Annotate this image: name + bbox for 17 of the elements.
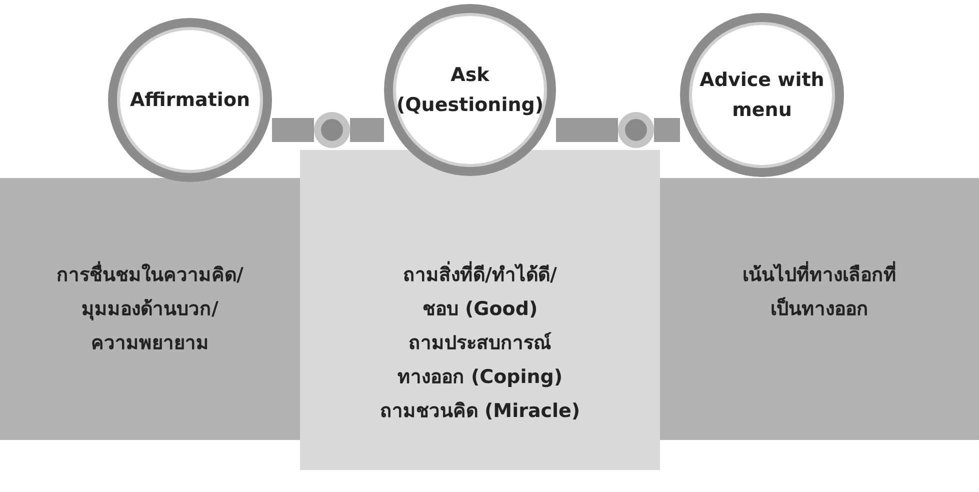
- connector-dot: [618, 112, 654, 148]
- description-text: ถามชวนคิด (Miracle): [378, 399, 582, 424]
- step-title: Ask (Questioning): [396, 63, 544, 118]
- step-title: Advice with menu: [698, 68, 826, 123]
- description-text: การชื่นชมในความคิด/มุมมองด้านบวก/ความพยายาม: [30, 258, 270, 360]
- panel: [0, 178, 300, 440]
- panel: [300, 150, 660, 470]
- connector-dot: [314, 112, 350, 148]
- connector-bar: [556, 118, 618, 142]
- panel: [660, 178, 979, 440]
- connector-bar: [272, 118, 314, 142]
- connector-bar: [654, 118, 680, 142]
- description-text: ถามสิ่งที่ดี/ทำได้ดี/ชอบ (Good): [385, 258, 575, 326]
- step-title: Affirmation: [128, 88, 252, 113]
- description-text: ถามประสบการณ์ทางออก (Coping): [396, 331, 564, 390]
- description-text: เน้นไปที่ทางเลือกที่เป็นทางออก: [740, 258, 898, 326]
- connector-bar: [350, 118, 384, 142]
